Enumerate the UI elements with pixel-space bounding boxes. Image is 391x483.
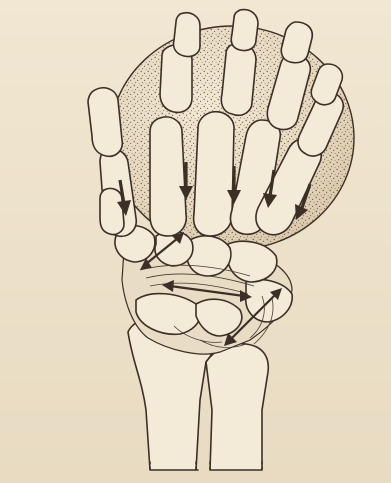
metacarpal-index [150, 117, 186, 236]
index-middle-phalanx [173, 13, 200, 57]
thumb-proximal-phalanx [88, 88, 122, 156]
middle-proximal-phalanx [221, 44, 256, 116]
thumb-distal-phalanx [100, 188, 124, 234]
hamate-bone [228, 241, 277, 282]
metacarpal-middle [194, 112, 234, 236]
ulna-bone [206, 344, 268, 470]
middle-middle-phalanx [231, 10, 258, 51]
ring-middle-phalanx [281, 22, 312, 63]
